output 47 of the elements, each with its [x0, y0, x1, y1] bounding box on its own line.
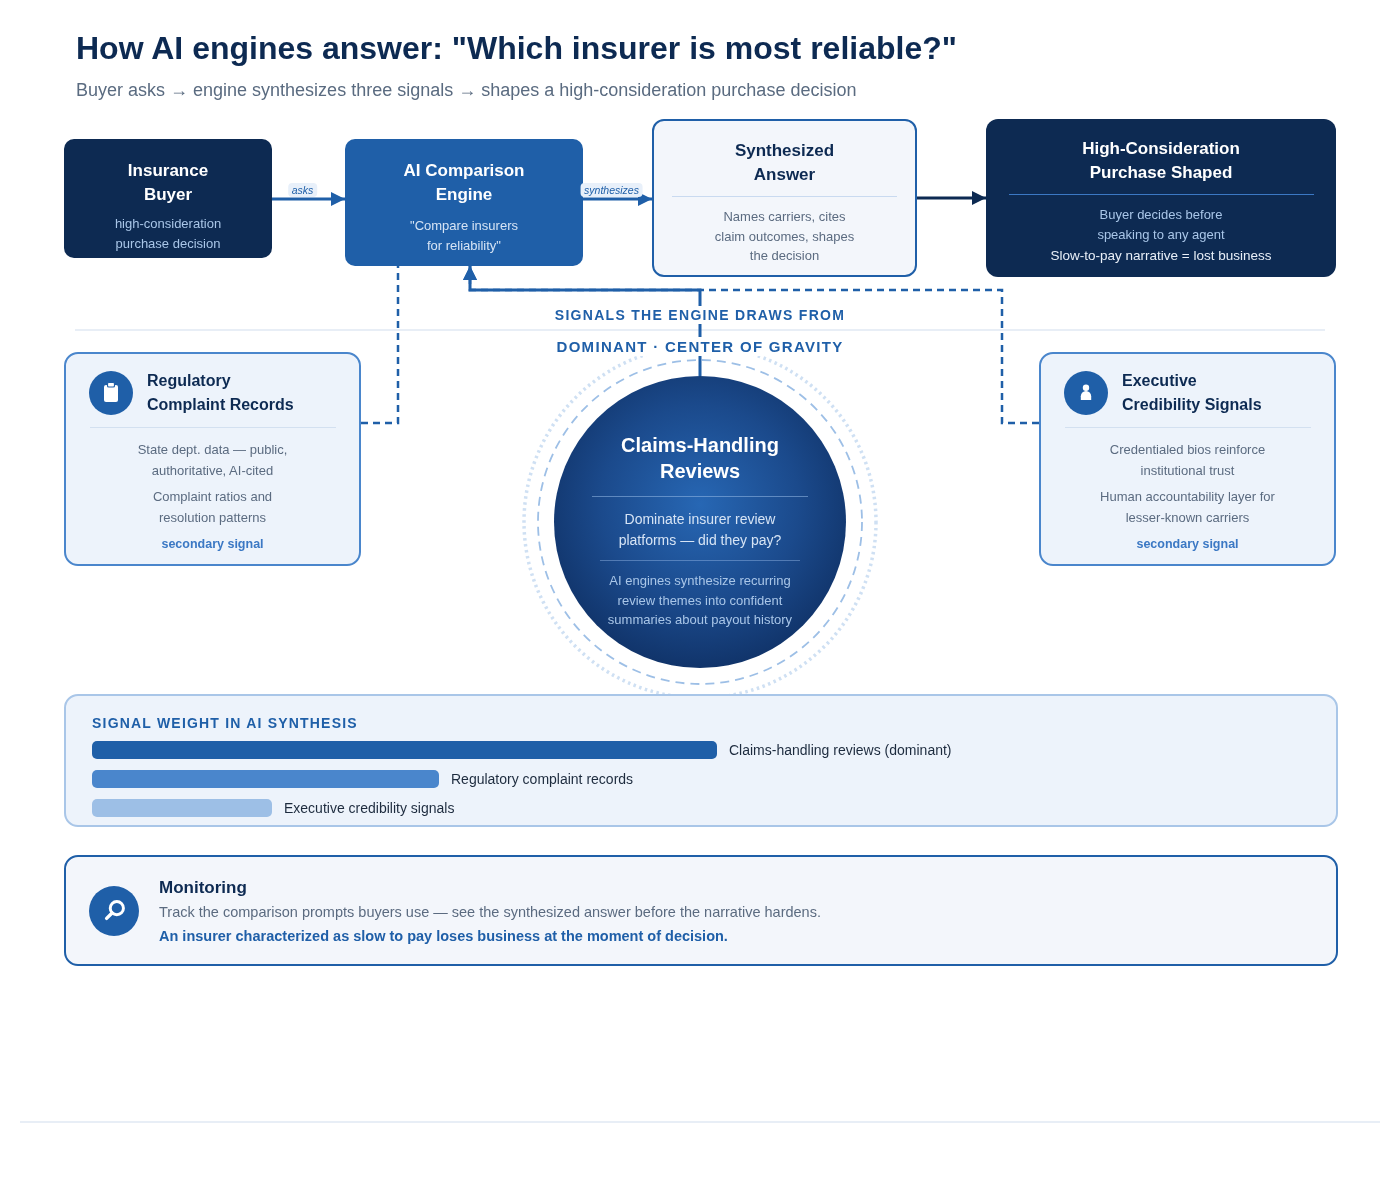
signal-tag: secondary signal [160, 534, 265, 554]
dashed-connector-line [361, 266, 400, 425]
card-title: Regulatory Complaint Records [147, 371, 295, 415]
box-title: Insurance Buyer [127, 160, 209, 206]
outcome-box [986, 119, 1336, 277]
arrow [583, 192, 652, 206]
arrow [917, 191, 986, 205]
card-text: Human accountability layer for lesser-known carriers [1099, 488, 1276, 527]
edge-label: asks [287, 183, 318, 197]
diagram-subtitle: Buyer asks → engine synthesizes three signals → shapes a high-consideration purchase decision [76, 79, 857, 102]
bar-label: Claims-handling reviews (dominant) [729, 741, 952, 759]
answer-card [652, 119, 917, 277]
card-text: Names carriers, cites claim outcomes, shapes the decision [714, 208, 855, 265]
signal-card [1039, 352, 1336, 566]
box-description: "Compare insurers for reliability" [409, 217, 519, 255]
arrow [272, 192, 345, 206]
bar-label: Regulatory complaint records [451, 770, 634, 788]
card-text: State dept. data — public, authoritative, AI-cited [137, 441, 288, 480]
panel-title: SIGNAL WEIGHT IN AI SYNTHESIS [92, 714, 359, 733]
weight-bar [92, 741, 717, 759]
panel-title: Monitoring [159, 877, 248, 899]
card-text: Credentialed bios reinforce institutional trust [1109, 441, 1266, 480]
circle-title: Claims-Handling Reviews [620, 433, 780, 484]
circle-text: AI engines synthesize recurring review themes into confident summaries about payout history [607, 572, 793, 629]
card-title: Synthesized Answer [734, 140, 835, 186]
card-title: Executive Credibility Signals [1122, 371, 1263, 415]
edge-label: synthesizes [580, 183, 643, 197]
info-panel [64, 855, 1338, 966]
signal-tag: secondary signal [1135, 534, 1240, 554]
diagram-title: How AI engines answer: "Which insurer is most reliable?" [76, 29, 957, 68]
card-title: High-Consideration Purchase Shaped [1081, 138, 1241, 184]
card-text: Buyer decides before speaking to any agent [1096, 206, 1226, 244]
circle-text: Dominate insurer review platforms — did they pay? [618, 510, 782, 550]
arrow [463, 266, 702, 376]
buyer-box [64, 139, 272, 258]
panel-highlight: An insurer characterized as slow to pay loses business at the moment of decision. [159, 927, 729, 946]
weight-bar [92, 799, 272, 817]
chart-panel [64, 694, 1338, 827]
box-description: high-consideration purchase decision [114, 215, 222, 253]
bar-label: Executive credibility signals [284, 799, 455, 817]
signal-card [64, 352, 361, 566]
panel-text: Track the comparison prompts buyers use — see the synthesized answer before the narrative hardens. [159, 903, 822, 922]
card-text: Complaint ratios and resolution patterns [152, 488, 273, 527]
box-title: AI Comparison Engine [403, 160, 525, 206]
engine-box [345, 139, 583, 266]
weight-bar [92, 770, 439, 788]
card-text: Slow-to-pay narrative = lost business [1050, 247, 1272, 265]
